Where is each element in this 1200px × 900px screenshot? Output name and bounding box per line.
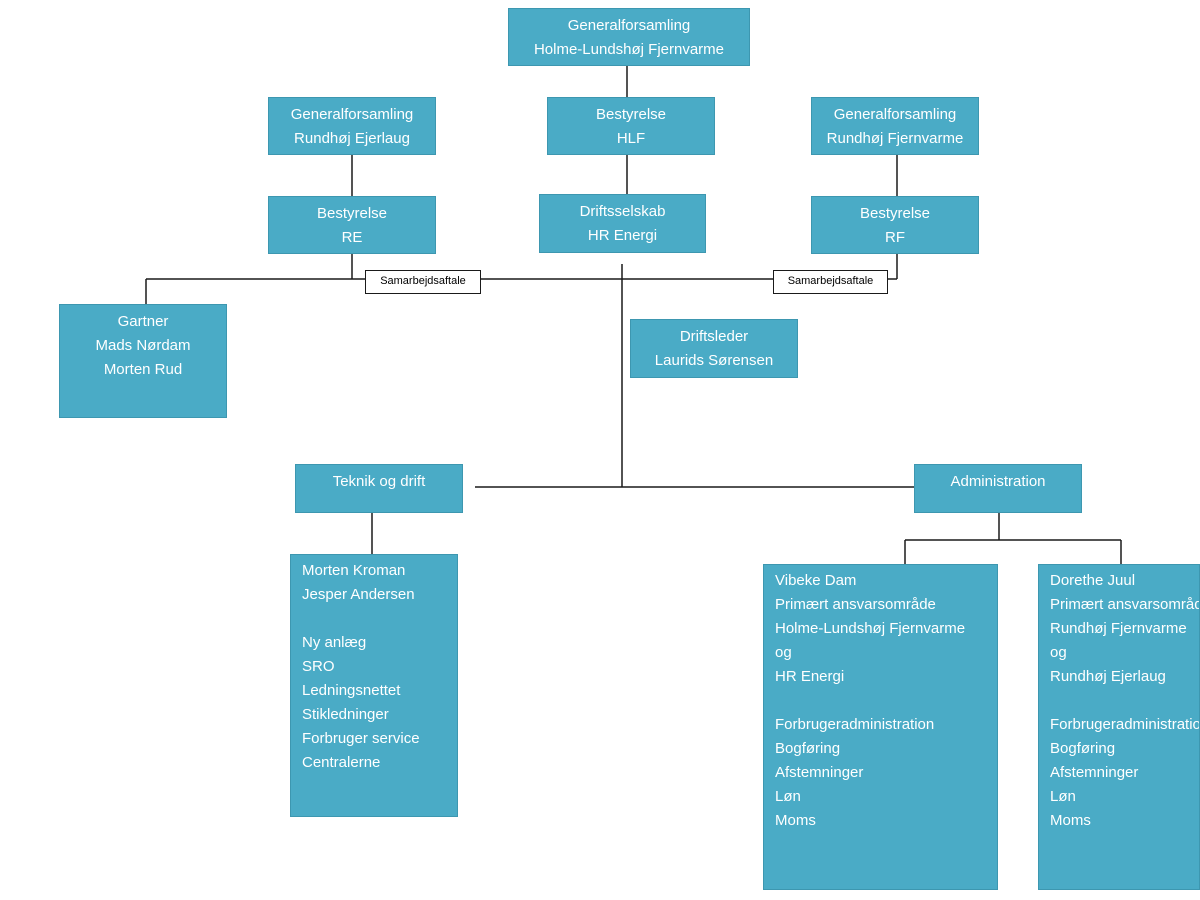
vibeke-line [775, 689, 997, 713]
dorethe-line: Primært ansvarsområde [1050, 596, 1200, 613]
teknik-staff-line: Ny anlæg [302, 634, 367, 651]
dorethe-line: Rundhøj Ejerlaug [1050, 668, 1166, 685]
vibeke-line: Moms [775, 812, 816, 829]
best-rf-line: RF [885, 229, 905, 246]
gf-hlf-line: Holme-Lundshøj Fjernvarme [533, 41, 725, 58]
driftsleder-line: Laurids Sørensen [654, 352, 774, 369]
dorethe-line: Afstemninger [1050, 764, 1139, 781]
vibeke-line: Forbrugeradministration [775, 716, 935, 733]
box-administration: Administration [914, 464, 1082, 513]
vibeke-line: Vibeke Dam [775, 572, 857, 589]
vibeke-line: og [775, 644, 792, 661]
teknik-staff-line: Centralerne [302, 754, 381, 771]
box-teknik-og-drift: Teknik og drift [295, 464, 463, 513]
teknik-staff-line: Ledningsnettet [302, 682, 401, 699]
dorethe-line: Dorethe Juul [1050, 572, 1136, 589]
teknik-staff-line: Jesper Andersen [302, 586, 415, 603]
dorethe-line: Løn [1050, 788, 1076, 805]
dorethe-line: Moms [1050, 812, 1091, 829]
gf-rf-line: Generalforsamling [833, 106, 957, 123]
dorethe-line: og [1050, 644, 1067, 661]
drift-hr-line: Driftsselskab [579, 203, 666, 220]
vibeke-line: HR Energi [775, 668, 845, 685]
dorethe-line: Bogføring [1050, 740, 1116, 757]
best-hlf-line: HLF [616, 130, 646, 147]
vibeke-line: Afstemninger [775, 764, 864, 781]
gf-re-line: Rundhøj Ejerlaug [294, 130, 410, 147]
teknik-staff-line: Forbruger service [302, 730, 420, 747]
teknik-staff-line: Stikledninger [302, 706, 389, 723]
gartner-line: Morten Rud [103, 361, 183, 378]
dorethe-line: Forbrugeradministration [1050, 716, 1200, 733]
label-samarbejdsaftale-right: Samarbejdsaftale [773, 270, 888, 294]
teknik-staff-line [302, 607, 457, 631]
gartner-line: Gartner [117, 313, 169, 330]
vibeke-line: Primært ansvarsområde [775, 596, 936, 613]
vibeke-line: Løn [775, 788, 801, 805]
dorethe-line: Rundhøj Fjernvarme [1050, 620, 1187, 637]
admin-line: Administration [950, 473, 1046, 490]
best-re-line: RE [341, 229, 363, 246]
vibeke-line: Bogføring [775, 740, 841, 757]
gf-re-line: Generalforsamling [290, 106, 414, 123]
dorethe-line [1050, 689, 1199, 713]
teknik-line: Teknik og drift [332, 473, 426, 490]
label-samarbejdsaftale-left: Samarbejdsaftale [365, 270, 481, 294]
teknik-staff-line: SRO [302, 658, 335, 675]
gf-hlf-line: Generalforsamling [567, 17, 691, 34]
vibeke-line: Holme-Lundshøj Fjernvarme [775, 620, 966, 637]
gf-rf-line: Rundhøj Fjernvarme [826, 130, 964, 147]
best-hlf-line: Bestyrelse [595, 106, 667, 123]
drift-hr-line: HR Energi [587, 227, 658, 244]
best-re-line: Bestyrelse [316, 205, 388, 222]
teknik-staff-line: Morten Kroman [302, 562, 406, 579]
best-rf-line: Bestyrelse [859, 205, 931, 222]
box-driftsselskab-hr: Driftsselskab HR Energi [539, 194, 706, 253]
gartner-line: Mads Nørdam [95, 337, 191, 354]
driftsleder-line: Driftsleder [679, 328, 749, 345]
